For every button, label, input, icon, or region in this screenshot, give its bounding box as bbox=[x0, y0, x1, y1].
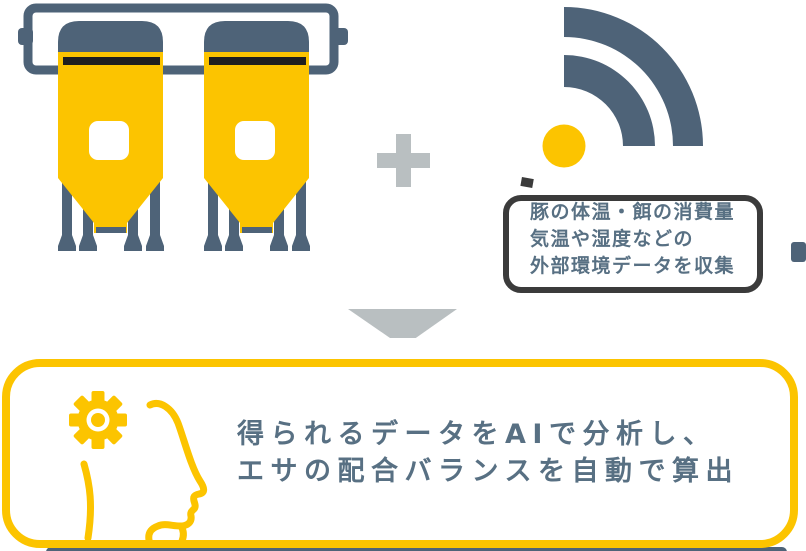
gear-icon bbox=[69, 391, 127, 449]
result-line-1: 得られるデータをAIで分析し、 bbox=[237, 419, 717, 450]
wifi-dot bbox=[542, 124, 586, 168]
wifi-signal-icon bbox=[542, 7, 703, 168]
result-box-shadow-bar bbox=[46, 547, 787, 551]
arrow-down-icon bbox=[348, 288, 457, 347]
feed-silos-icon bbox=[58, 21, 310, 251]
callout-card-stack bbox=[463, 168, 806, 303]
back-card-corner bbox=[520, 177, 534, 188]
callout-line-1: 豚の体温・餌の消費量 bbox=[530, 201, 736, 223]
callout-line-2: 気温や湿度などの bbox=[530, 228, 695, 250]
callout-card bbox=[503, 195, 763, 293]
result-box bbox=[2, 359, 798, 548]
ai-head-gear-icon bbox=[69, 391, 208, 545]
silo-rail-frame bbox=[18, 3, 348, 75]
result-line-2: エサの配合バランスを自動で算出 bbox=[237, 456, 739, 487]
plus-icon bbox=[377, 134, 430, 187]
callout-text: 豚の体温・餌の消費量 気温や湿度などの 外部環境データを収集 bbox=[530, 199, 735, 280]
callout-line-3: 外部環境データを収集 bbox=[530, 255, 736, 277]
result-text: 得られるデータをAIで分析し、 エサの配合バランスを自動で算出 bbox=[237, 416, 739, 490]
back-card-edge bbox=[791, 242, 806, 262]
head-profile bbox=[80, 400, 208, 545]
